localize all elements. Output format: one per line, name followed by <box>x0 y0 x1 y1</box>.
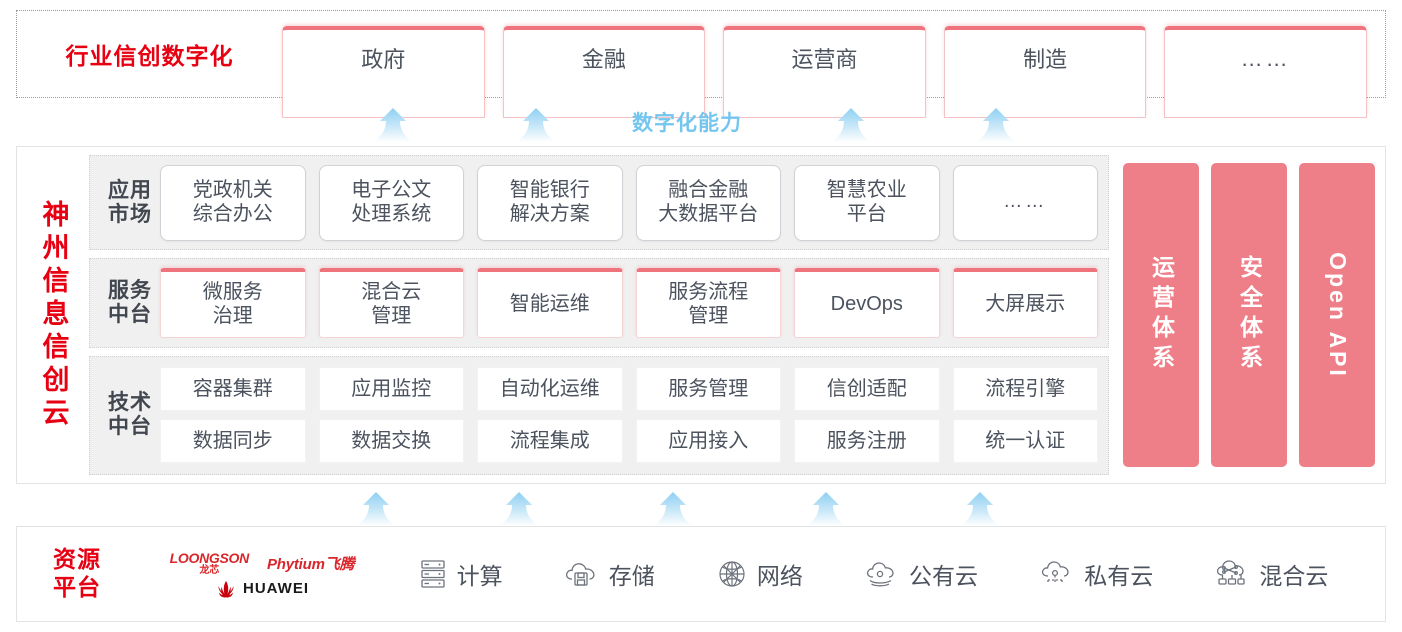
resource-item-label: 计算 <box>456 563 503 589</box>
pillar-open-api-label: Open API <box>1324 251 1351 379</box>
vendor-logo-list: LOONGSON 龙芯 Phytium飞腾 <box>137 551 387 598</box>
hybrid-cloud-icon <box>1214 559 1250 589</box>
pillar-operations-label: 运营体系 <box>1148 255 1175 375</box>
loongson-logo: LOONGSON 龙芯 <box>169 549 250 576</box>
industry-box-manufacturing[interactable]: 制造 <box>943 26 1147 118</box>
pillar-operations-system[interactable]: 运营体系 <box>1123 163 1199 467</box>
industry-band-title: 行业信创数字化 <box>65 43 234 69</box>
industry-box-more[interactable]: …… <box>1164 26 1367 118</box>
band-label-technology-platform: 技术 中台 <box>108 391 152 439</box>
tech-card-process-engine[interactable]: 流程引擎 <box>952 367 1098 412</box>
phytium-logo: Phytium飞腾 <box>266 555 355 573</box>
resource-item-label: 公有云 <box>909 563 979 589</box>
up-arrow-icon <box>356 492 396 528</box>
resource-item-hybrid-cloud[interactable]: 混合云 <box>1214 557 1328 591</box>
resource-arrow-strip <box>16 488 1386 528</box>
capability-arrow-strip: 数字化能力 <box>16 104 1386 144</box>
loongson-logo-cn: 龙芯 <box>199 564 220 576</box>
pillar-security-label: 安全体系 <box>1236 255 1263 375</box>
tech-card-unified-auth[interactable]: 统一认证 <box>952 419 1098 464</box>
band-service-platform: 服务 中台 微服务治理 混合云管理 智能运维 <box>89 258 1109 348</box>
tech-card-process-integration[interactable]: 流程集成 <box>477 419 623 464</box>
industry-band: 行业信创数字化 政府 金融 运营商 制造 …… <box>16 10 1386 118</box>
resource-item-label: 网络 <box>756 563 803 589</box>
app-card-more[interactable]: …… <box>952 164 1098 241</box>
vendor-logo-row-2: HUAWEI <box>215 580 309 598</box>
resource-item-label: 私有云 <box>1084 563 1154 589</box>
cloud-platform-title: 神州信息信创云 <box>17 147 89 483</box>
up-arrow-icon <box>516 108 556 144</box>
up-arrow-icon <box>831 108 871 144</box>
band-application-market: 应用 市场 党政机关综合办公 电子公文处理系统 智能银行解决方案 <box>89 155 1109 251</box>
svc-card-intelligent-ops[interactable]: 智能运维 <box>477 268 623 339</box>
technology-platform-items: 容器集群 应用监控 自动化运维 服务管理 信创适配 流程引擎 数据同步 数据交换… <box>160 367 1098 464</box>
resource-item-private-cloud[interactable]: 私有云 <box>1039 557 1153 591</box>
band-technology-platform: 技术 中台 容器集群 应用监控 自动化运维 服务管理 信创适配 流程引擎 <box>89 355 1109 475</box>
cloud-storage-icon <box>564 559 600 589</box>
app-card-e-document[interactable]: 电子公文处理系统 <box>318 164 464 241</box>
pillar-open-api[interactable]: Open API <box>1299 163 1375 467</box>
technology-platform-row-1: 容器集群 应用监控 自动化运维 服务管理 信创适配 流程引擎 <box>160 367 1098 412</box>
capability-label: 数字化能力 <box>632 112 742 135</box>
up-arrow-icon <box>960 492 1000 528</box>
app-card-smart-agriculture[interactable]: 智慧农业平台 <box>794 164 940 241</box>
svc-card-service-process-mgmt[interactable]: 服务流程管理 <box>635 268 781 339</box>
huawei-logo: HUAWEI <box>215 580 309 598</box>
svc-card-hybrid-cloud-mgmt[interactable]: 混合云管理 <box>318 268 464 339</box>
tech-card-data-exchange[interactable]: 数据交换 <box>318 419 464 464</box>
public-cloud-icon <box>864 560 900 588</box>
loongson-logo-text: LOONGSON <box>169 549 250 566</box>
tech-card-service-registry[interactable]: 服务注册 <box>794 419 940 464</box>
app-card-smart-bank[interactable]: 智能银行解决方案 <box>477 164 623 241</box>
application-market-items: 党政机关综合办公 电子公文处理系统 智能银行解决方案 融合金融大数据平台 智慧农 <box>160 164 1098 241</box>
tech-card-automated-ops[interactable]: 自动化运维 <box>477 367 623 412</box>
industry-box-government[interactable]: 政府 <box>282 26 485 118</box>
private-cloud-icon <box>1039 559 1075 589</box>
server-icon <box>418 558 448 590</box>
industry-box-list: 政府 金融 运营商 制造 …… <box>282 10 1385 118</box>
resource-item-list: 计算 存储 <box>387 557 1385 591</box>
service-platform-items: 微服务治理 混合云管理 智能运维 服务流程管理 DevOps <box>160 268 1098 339</box>
huawei-flower-icon <box>215 580 237 598</box>
cloud-platform-body: 应用 市场 党政机关综合办公 电子公文处理系统 智能银行解决方案 <box>89 147 1385 483</box>
up-arrow-icon <box>499 492 539 528</box>
pillar-security-system[interactable]: 安全体系 <box>1211 163 1287 467</box>
band-label-service-platform: 服务 中台 <box>108 278 152 327</box>
band-label-application-market: 应用 市场 <box>108 178 152 226</box>
tech-card-app-monitoring[interactable]: 应用监控 <box>318 367 464 412</box>
technology-platform-row-2: 数据同步 数据交换 流程集成 应用接入 服务注册 统一认证 <box>160 419 1098 464</box>
industry-box-telecom[interactable]: 运营商 <box>723 26 926 118</box>
resource-item-network[interactable]: 网络 <box>716 557 803 591</box>
pillar-list: 运营体系 安全体系 Open API <box>1109 155 1375 475</box>
resource-item-public-cloud[interactable]: 公有云 <box>864 557 978 591</box>
cloud-platform-block: 神州信息信创云 应用 市场 党政机关综合办公 电子公文处理系统 <box>16 146 1386 484</box>
app-card-government-office[interactable]: 党政机关综合办公 <box>160 164 306 241</box>
resource-platform-title: 资源 平台 <box>53 546 101 600</box>
tech-card-container-cluster[interactable]: 容器集群 <box>160 367 306 412</box>
up-arrow-icon <box>976 108 1016 144</box>
huawei-logo-text: HUAWEI <box>243 580 309 597</box>
tech-card-data-sync[interactable]: 数据同步 <box>160 419 306 464</box>
network-icon <box>716 558 748 590</box>
tech-card-service-mgmt[interactable]: 服务管理 <box>635 367 781 412</box>
resource-item-label: 混合云 <box>1259 563 1329 589</box>
resource-item-compute[interactable]: 计算 <box>418 557 503 591</box>
svc-card-microservice-governance[interactable]: 微服务治理 <box>160 268 306 339</box>
resource-platform-band: 资源 平台 LOONGSON 龙芯 Phytium飞腾 <box>16 526 1386 622</box>
tech-card-xinchuang-adaptation[interactable]: 信创适配 <box>794 367 940 412</box>
industry-box-finance[interactable]: 金融 <box>502 26 706 118</box>
resource-item-storage[interactable]: 存储 <box>564 557 655 591</box>
cloud-band-stack: 应用 市场 党政机关综合办公 电子公文处理系统 智能银行解决方案 <box>89 155 1109 475</box>
up-arrow-icon <box>653 492 693 528</box>
svc-card-devops[interactable]: DevOps <box>794 268 940 339</box>
up-arrow-icon <box>373 108 413 144</box>
tech-card-app-access[interactable]: 应用接入 <box>635 419 781 464</box>
app-card-finance-bigdata[interactable]: 融合金融大数据平台 <box>635 164 781 241</box>
svc-card-large-screen-display[interactable]: 大屏展示 <box>952 268 1098 339</box>
vendor-logo-row-1: LOONGSON 龙芯 Phytium飞腾 <box>170 551 355 576</box>
up-arrow-icon <box>806 492 846 528</box>
cloud-platform-title-text: 神州信息信创云 <box>38 199 69 431</box>
resource-item-label: 存储 <box>608 563 655 589</box>
